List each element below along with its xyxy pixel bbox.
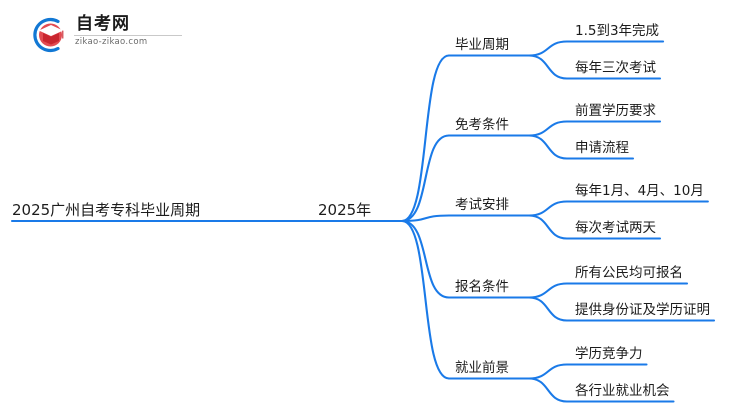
leaf-node-1-0[interactable]: 前置学历要求 — [575, 103, 656, 119]
logo-text-block: 自考网 zikao-zikao.com — [74, 14, 186, 48]
logo-subtitle: zikao-zikao.com — [75, 37, 148, 47]
branch-node-1[interactable]: 免考条件 — [455, 117, 509, 133]
branch-node-3[interactable]: 报名条件 — [455, 279, 509, 295]
leaf-node-2-0[interactable]: 每年1月、4月、10月 — [575, 183, 704, 199]
graduation-cap-icon — [33, 17, 64, 53]
leaf-node-4-1[interactable]: 各行业就业机会 — [575, 383, 670, 399]
leaf-node-1-1[interactable]: 申请流程 — [575, 140, 629, 156]
branch-node-4[interactable]: 就业前景 — [455, 360, 509, 376]
leaf-node-3-1[interactable]: 提供身份证及学历证明 — [575, 302, 710, 318]
leaf-node-3-0[interactable]: 所有公民均可报名 — [575, 265, 683, 281]
leaf-node-0-0[interactable]: 1.5到3年完成 — [575, 23, 660, 39]
branch-node-2[interactable]: 考试安排 — [455, 197, 509, 213]
leaf-node-0-1[interactable]: 每年三次考试 — [575, 60, 656, 76]
leaf-node-2-1[interactable]: 每次考试两天 — [575, 220, 656, 236]
logo-divider — [74, 35, 182, 36]
root-node[interactable]: 2025广州自考专科毕业周期 — [12, 201, 201, 219]
center-node[interactable]: 2025年 — [318, 201, 372, 219]
site-logo: 自考网 zikao-zikao.com — [28, 14, 188, 56]
branch-node-0[interactable]: 毕业周期 — [455, 37, 509, 53]
leaf-node-4-0[interactable]: 学历竞争力 — [575, 346, 643, 362]
logo-title: 自考网 — [76, 14, 130, 34]
